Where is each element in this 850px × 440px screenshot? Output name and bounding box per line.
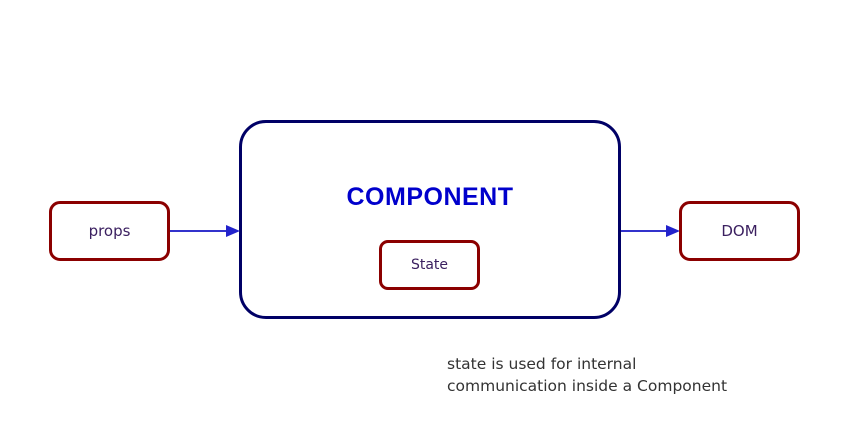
arrow-component-to-dom (621, 223, 680, 239)
props-label: props (88, 222, 131, 240)
caption: state is used for internal communication… (447, 353, 727, 397)
caption-line-2: communication inside a Component (447, 377, 728, 395)
state-label: State (410, 257, 449, 273)
arrow-props-to-component (170, 223, 240, 239)
dom-box: DOM (679, 201, 800, 261)
component-title: COMPONENT (346, 183, 514, 211)
dom-label: DOM (721, 222, 758, 240)
props-box: props (49, 201, 170, 261)
state-box: State (379, 240, 480, 290)
caption-line-1: state is used for internal (447, 355, 637, 373)
